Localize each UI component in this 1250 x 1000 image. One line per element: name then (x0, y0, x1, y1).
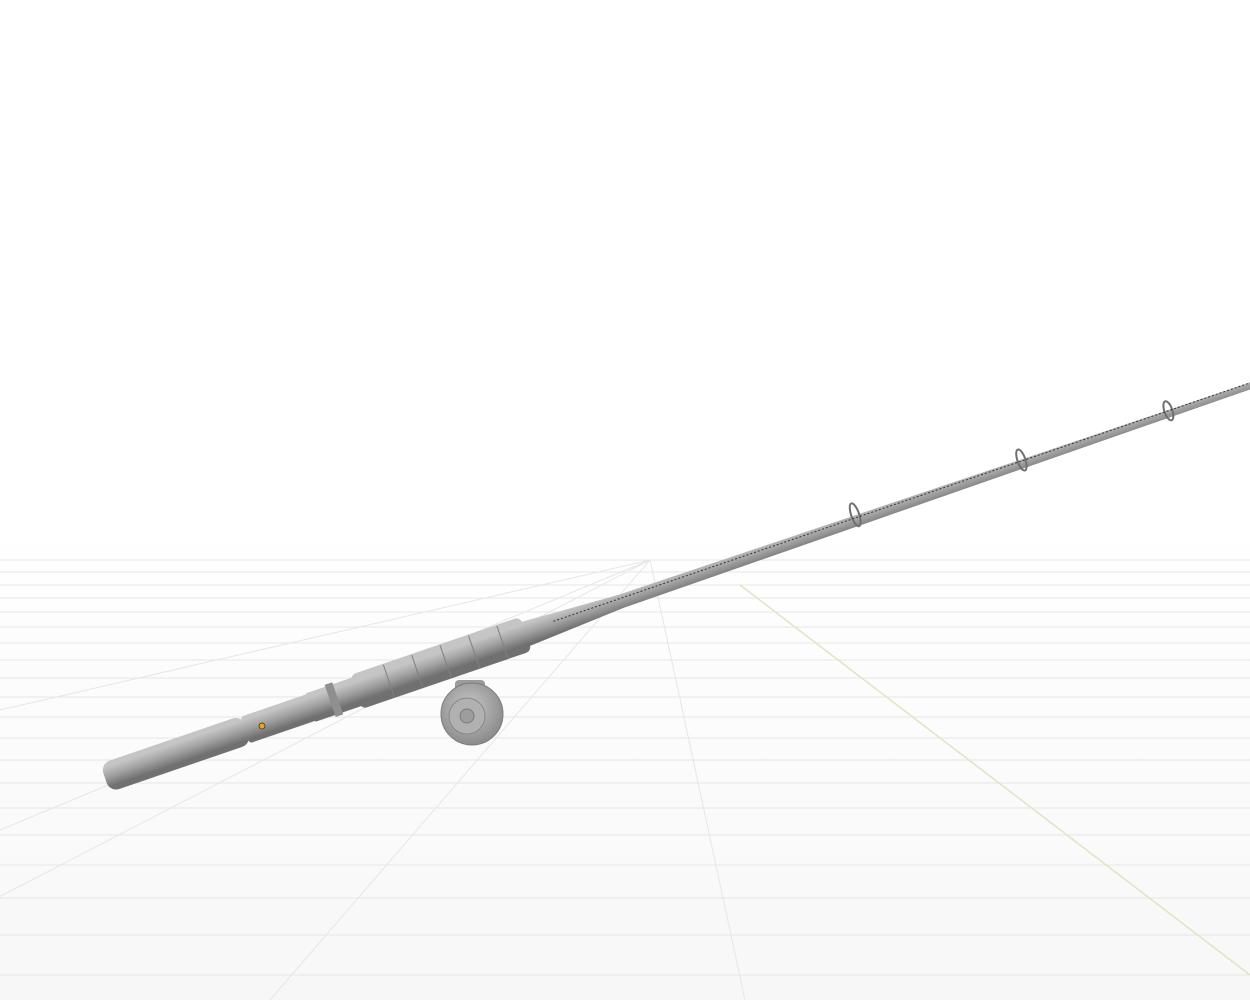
rod-grip (351, 618, 531, 708)
rod-taper (517, 594, 623, 648)
fishing-rod-model[interactable] (99, 353, 1250, 795)
rod-lower-section (241, 694, 315, 743)
grid-line (269, 559, 651, 1000)
grip-rings (382, 625, 509, 698)
origin-point (258, 722, 266, 730)
rod-butt (102, 717, 250, 790)
floor-grid (0, 559, 1250, 1000)
fishing-reel (440, 680, 504, 746)
reel-seat-ring (324, 682, 344, 717)
grid-line (0, 559, 651, 711)
x-axis-line (739, 584, 1250, 976)
grid-line (649, 559, 746, 1000)
rod-blank (613, 367, 1250, 610)
fishing-line (553, 366, 1250, 622)
